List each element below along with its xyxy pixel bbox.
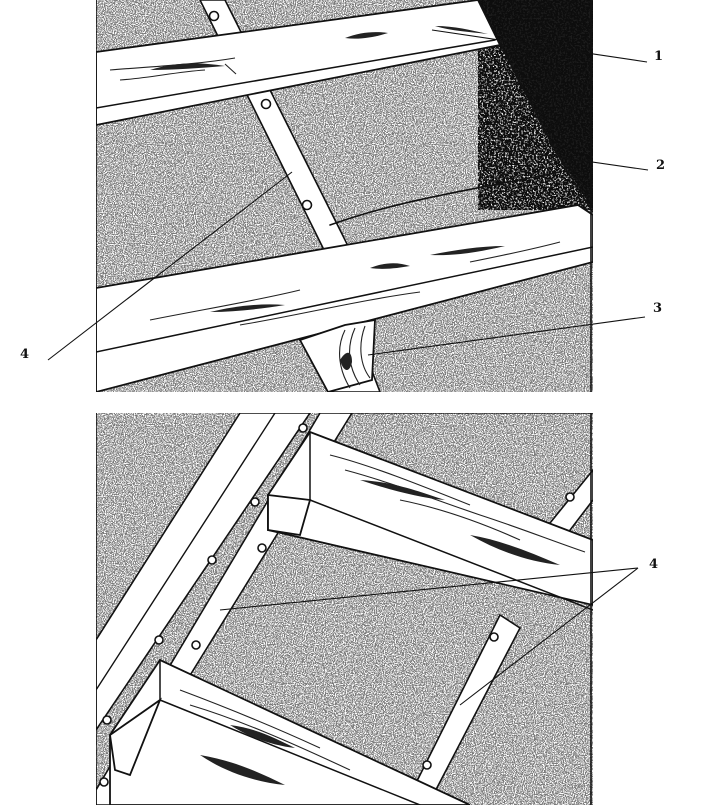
rafter-end bbox=[298, 318, 376, 392]
callout-label-4-bottom: 4 bbox=[649, 557, 658, 572]
bottom-panel bbox=[96, 413, 593, 805]
leader-4-bottom-a bbox=[219, 567, 639, 611]
callout-label-3: 3 bbox=[653, 301, 662, 316]
nail bbox=[208, 10, 220, 22]
batten-board-upper bbox=[267, 430, 593, 611]
nail bbox=[301, 199, 313, 211]
batten-board-upper bbox=[96, 0, 502, 126]
leader-2 bbox=[494, 147, 649, 171]
top-panel bbox=[96, 0, 593, 392]
leader-4-bottom-b bbox=[459, 567, 639, 706]
batten-board-lower bbox=[109, 658, 471, 805]
leader-3 bbox=[367, 316, 646, 356]
leader-1 bbox=[431, 29, 648, 63]
leader-4-top bbox=[47, 171, 293, 361]
callout-label-1: 1 bbox=[654, 49, 663, 64]
nail bbox=[260, 98, 272, 110]
eave-strip bbox=[96, 413, 311, 732]
callout-leaders bbox=[47, 29, 649, 706]
callout-label-4-top: 4 bbox=[20, 347, 29, 362]
callout-label-2: 2 bbox=[656, 158, 665, 173]
